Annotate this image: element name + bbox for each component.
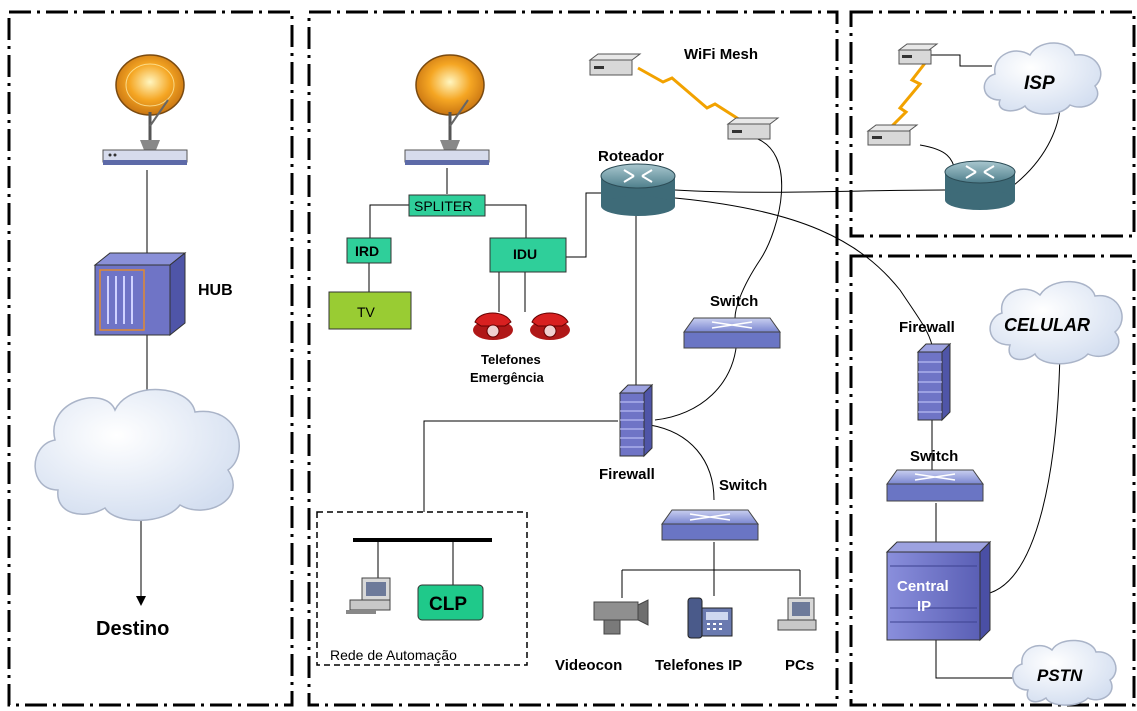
satellite-dish-icon-left [115,54,185,150]
wifi-access-point-icon-1 [588,53,642,76]
arrow-down-icon [136,596,146,606]
pstn-label: PSTN [1037,666,1083,685]
videocon-label: Videocon [555,657,622,674]
phone-icon-1 [473,312,513,340]
clp-label: CLP [429,594,467,615]
switch-icon-lower [661,509,759,541]
cloud-icon-celular [989,280,1123,365]
cloud-icon-isp [983,42,1102,115]
clp-box [417,584,484,621]
computer-icon-automation [346,577,391,614]
wifi-link-isp [886,57,931,132]
destino-label: Destino [96,618,169,640]
switch-lower-label: Switch [719,477,767,494]
modem-icon-left [102,149,188,165]
pcs-label: PCs [785,657,814,674]
wifi-mesh-label: WiFi Mesh [684,46,758,63]
wifi-access-point-icon-2 [726,117,780,140]
automation-network-label: Rede de Automação [330,647,457,663]
wifi-access-point-icon-3 [897,43,939,65]
panel-right-bottom [849,254,1136,707]
automation-network-box [316,511,528,666]
hub-icon [93,251,187,337]
computer-icon-pcs [777,597,817,631]
panel-left [7,10,294,707]
switch-right-label: Switch [910,448,958,465]
router-icon-right [944,160,1016,210]
spliter-label: SPLITER [414,198,472,214]
switch-icon-right [886,469,984,502]
connection-lines [136,54,1061,679]
central-ip-tower-icon [885,540,992,642]
wifi-link-mesh [637,66,749,127]
tv-label: TV [357,304,376,320]
telefones-label: Telefones [481,352,541,367]
hub-label: HUB [198,282,233,299]
central-ip-label: IP [917,598,931,615]
cloud-icon-left [34,388,240,522]
idu-label: IDU [513,246,537,262]
idu-box [489,237,567,273]
ird-label: IRD [355,243,379,259]
ird-box [346,237,392,264]
modem-icon-middle [404,149,490,165]
panel-middle [307,10,839,707]
phone-icon-2 [530,312,570,340]
celular-label: CELULAR [1004,315,1090,335]
switch-middle-label: Switch [710,293,758,310]
firewall-middle-label: Firewall [599,466,655,483]
central-label: Central [897,578,949,595]
firewall-icon-middle [618,383,654,458]
satellite-dish-icon-middle [415,54,485,150]
emergencia-label: Emergência [470,370,544,385]
panel-right-top [849,10,1136,238]
cloud-icon-pstn [1012,639,1117,706]
firewall-icon-right [916,342,952,422]
firewall-right-label: Firewall [899,319,955,336]
router-icon-middle [600,163,676,216]
switch-icon-middle [683,317,781,349]
video-camera-icon [593,599,649,635]
tv-box [328,291,412,330]
roteador-label: Roteador [598,148,664,165]
spliter-box [408,194,486,217]
panel-borders [7,10,1136,707]
wifi-access-point-icon-4 [866,124,919,146]
ip-phone-icon [687,597,733,639]
ip-phones-label: Telefones IP [655,657,742,674]
isp-label: ISP [1024,73,1055,94]
